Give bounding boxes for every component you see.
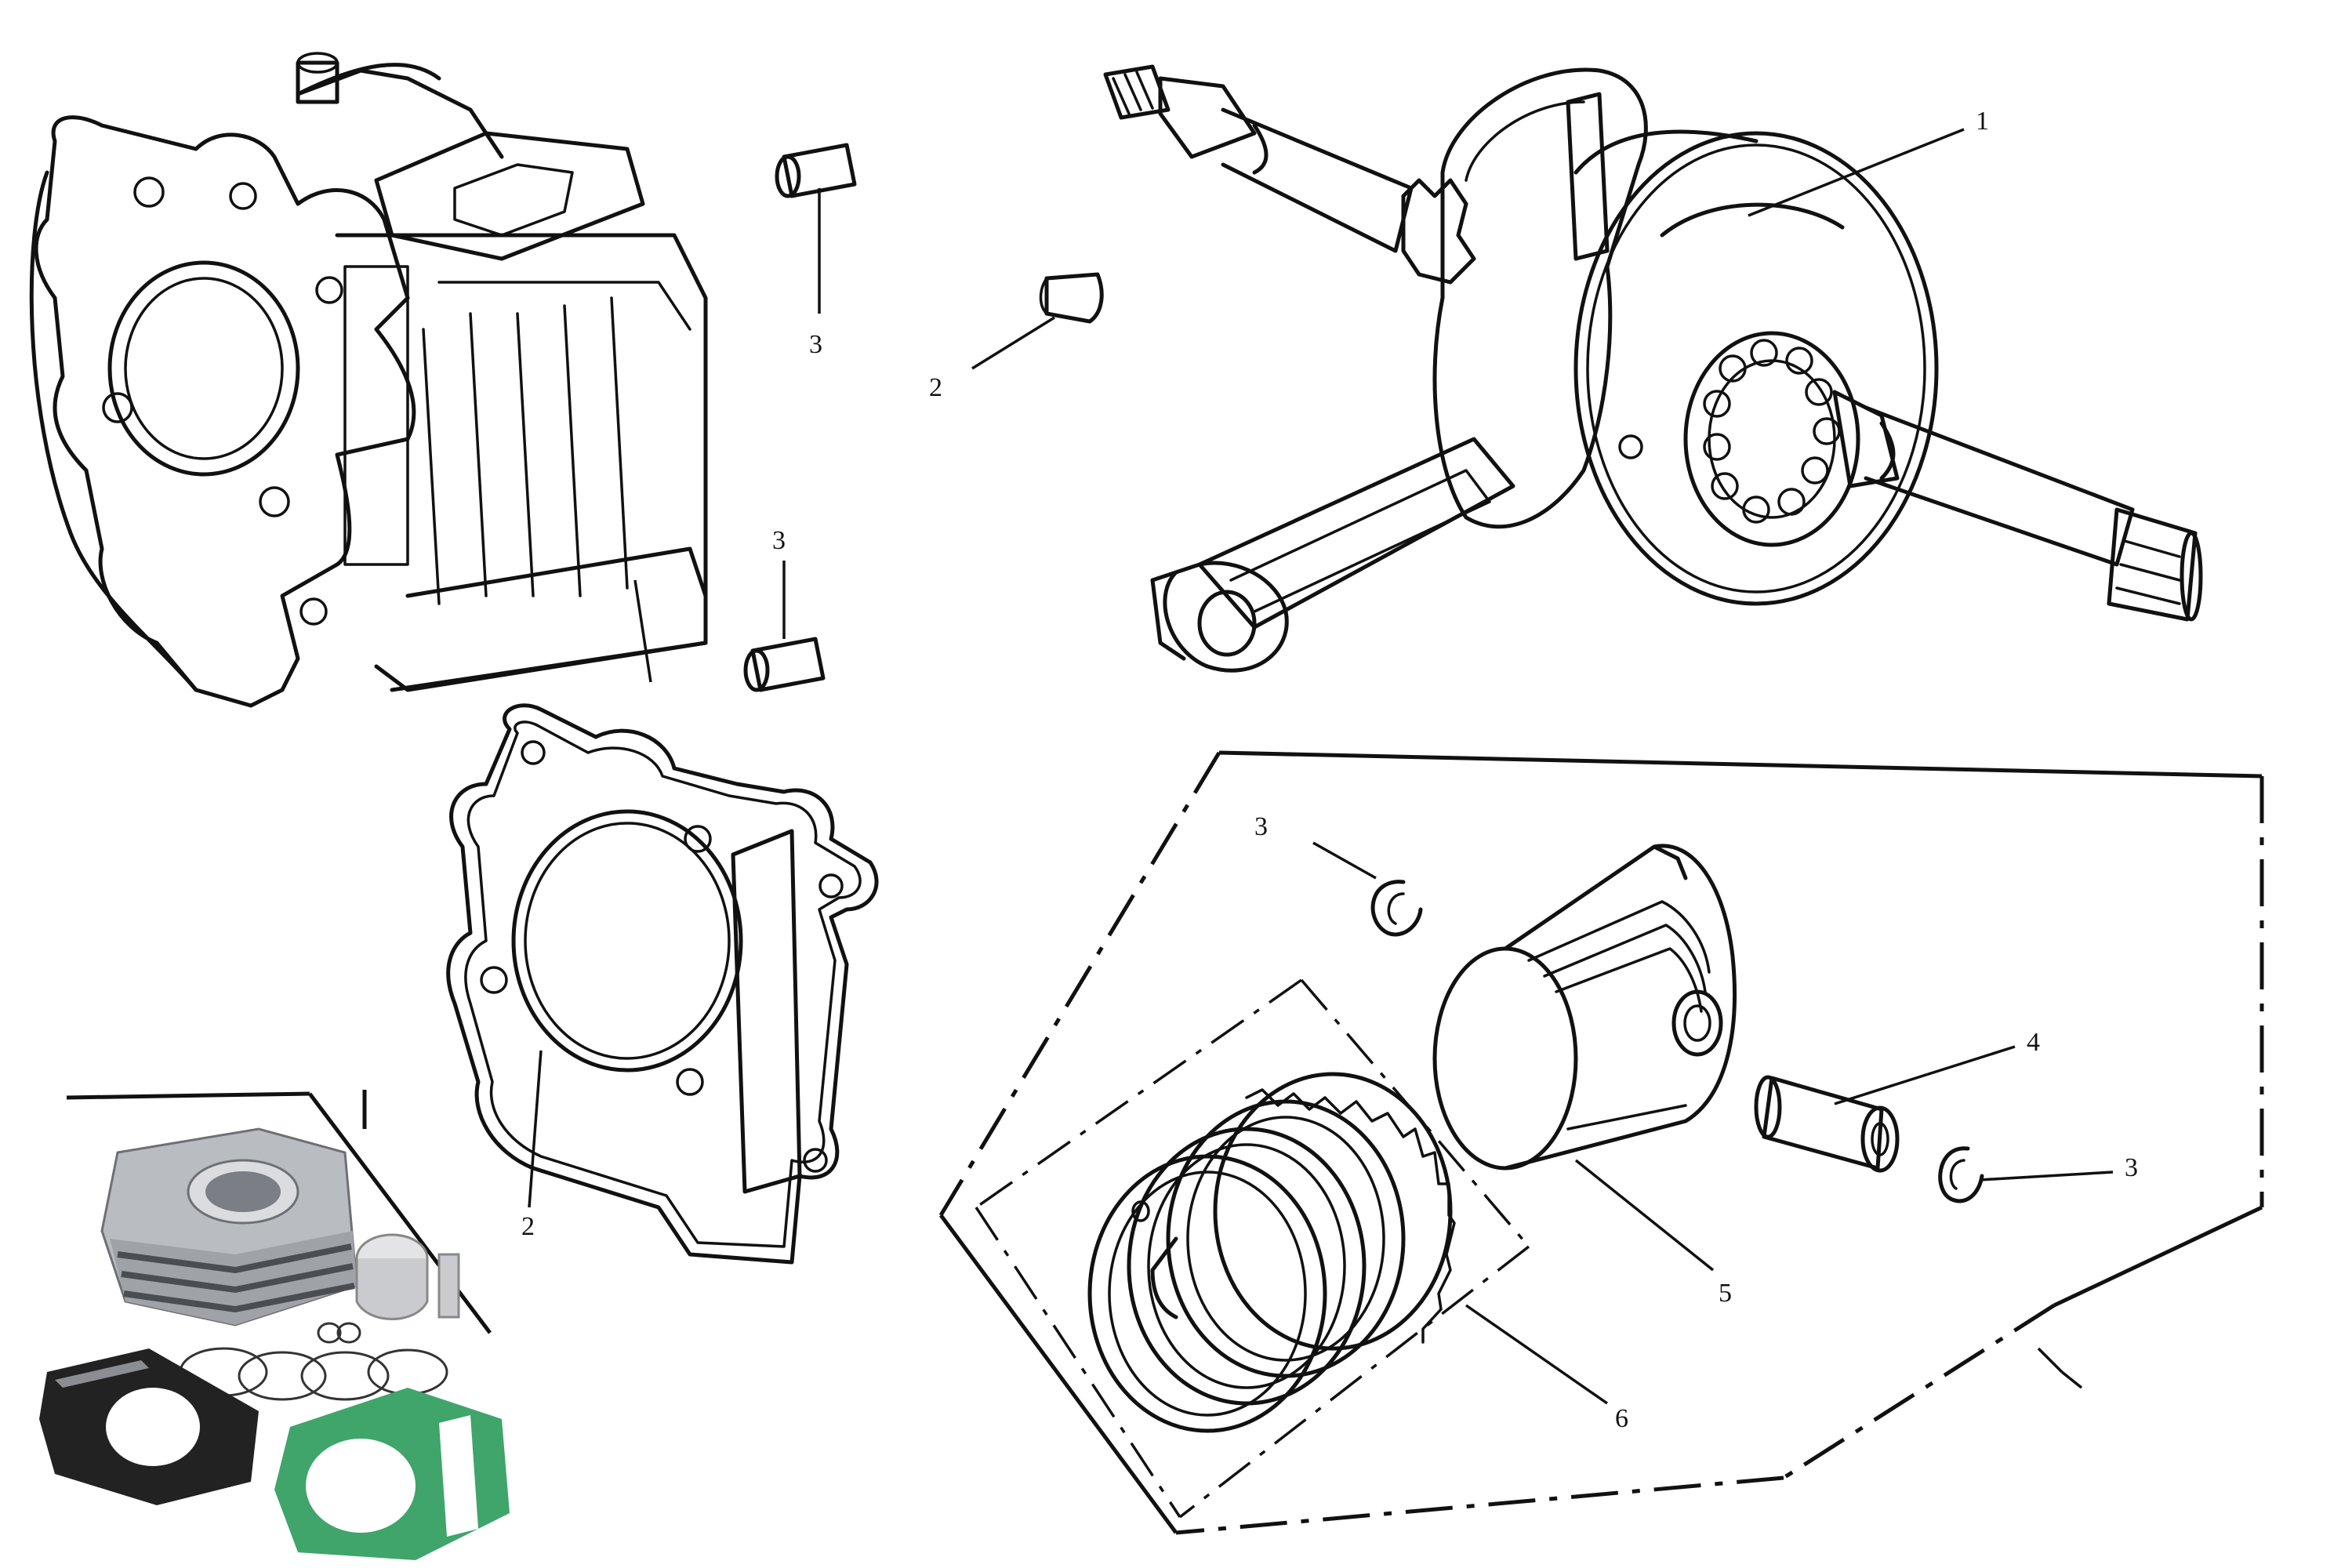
cylinder-block-icon xyxy=(29,52,708,708)
callout-piston: 5 xyxy=(1719,1279,1732,1308)
circlip-top-icon xyxy=(1312,841,1423,937)
dowel-pin-top-icon xyxy=(775,143,857,314)
circlip-right-icon xyxy=(1938,1146,2114,1203)
dowel-pin-bottom-icon xyxy=(743,561,826,692)
piston-rings-icon xyxy=(1087,1072,1608,1433)
kit-photo xyxy=(39,1090,510,1560)
callout-woodruff-key: 2 xyxy=(929,373,942,402)
crankshaft-icon xyxy=(1103,64,2203,673)
piston-icon xyxy=(1432,844,1737,1272)
callout-piston-pin: 4 xyxy=(2027,1028,2040,1057)
callout-dowel-top: 3 xyxy=(809,330,822,359)
callout-clip-right: 3 xyxy=(2125,1153,2138,1182)
callout-crankshaft: 1 xyxy=(1976,107,1989,136)
woodruff-key-icon xyxy=(971,272,1104,370)
callout-clip-top: 3 xyxy=(1254,812,1268,841)
callout-piston-rings: 6 xyxy=(1615,1404,1628,1433)
callout-dowel-bottom: 3 xyxy=(772,526,786,555)
piston-group-border xyxy=(938,750,2264,1535)
gasket-icon xyxy=(446,703,879,1265)
piston-pin-icon xyxy=(1754,1045,2016,1173)
callout-gasket: 2 xyxy=(521,1212,535,1241)
